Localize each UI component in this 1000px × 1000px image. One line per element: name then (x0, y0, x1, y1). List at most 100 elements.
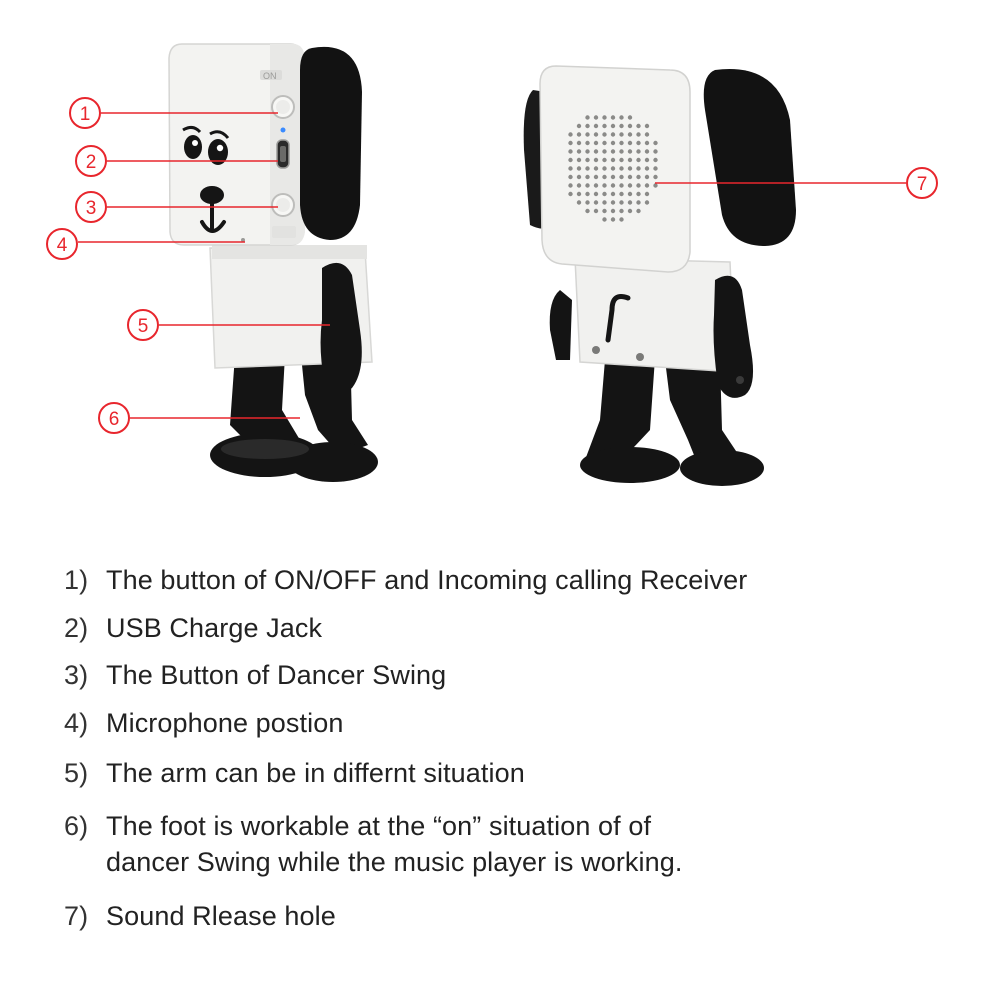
grille-hole (585, 166, 590, 171)
feature-item-2: 2)USB Charge Jack (64, 613, 323, 643)
grille-hole (568, 149, 573, 154)
grille-hole (593, 174, 599, 180)
grille-hole (653, 174, 658, 180)
svg-text:ON: ON (263, 71, 277, 81)
grille-hole (593, 140, 599, 146)
grille-hole (653, 157, 658, 163)
grille-hole (568, 132, 573, 137)
right-robot-front-leg (665, 360, 742, 470)
grille-hole (627, 157, 633, 163)
microphone-hole (241, 238, 245, 242)
feature-item-6-continuation: dancer Swing while the music player is w… (106, 847, 683, 877)
grille-hole (585, 191, 590, 197)
grille-hole (593, 183, 599, 188)
grille-hole (576, 191, 582, 197)
grille-hole (576, 132, 582, 137)
grille-hole (619, 208, 624, 214)
grille-hole (636, 166, 641, 171)
right-robot-torso (574, 257, 736, 373)
grille-hole (627, 149, 633, 154)
grille-hole (619, 115, 624, 120)
feature-item-6: 6)The foot is workable at the “on” situa… (64, 808, 682, 880)
grille-hole (619, 183, 624, 188)
grille-hole (576, 140, 582, 146)
grille-hole (636, 183, 641, 188)
grille-hole (627, 200, 633, 205)
grille-hole (585, 157, 590, 163)
callout-7: 7 (655, 167, 938, 199)
left-robot-eye-left (184, 135, 202, 159)
right-robot-foot-front (680, 450, 764, 486)
grille-hole (619, 200, 624, 205)
grille-hole (653, 140, 658, 146)
grille-hole (619, 140, 624, 146)
grille-hole (610, 115, 616, 120)
grille-hole (627, 191, 633, 197)
svg-text:3: 3 (86, 198, 97, 219)
grille-hole (568, 174, 573, 180)
right-robot-ear (703, 69, 796, 246)
feature-item-7: 7)Sound Rlease hole (64, 901, 336, 931)
grille-hole (610, 149, 616, 154)
svg-text:4: 4 (57, 235, 68, 256)
grille-hole (576, 183, 582, 188)
grille-hole (602, 123, 607, 129)
grille-hole (636, 157, 641, 163)
led-indicator (280, 127, 286, 133)
grille-hole (619, 132, 624, 137)
grille-hole (610, 140, 616, 146)
left-robot-foot-front (288, 442, 378, 482)
grille-hole (585, 174, 590, 180)
callout-1: 1 (69, 97, 278, 129)
grille-hole (627, 208, 633, 214)
grille-hole (576, 174, 582, 180)
grille-hole (602, 174, 607, 180)
grille-hole (610, 174, 616, 180)
grille-hole (602, 132, 607, 137)
grille-hole (602, 217, 607, 222)
grille-hole (644, 166, 650, 171)
robot-back-view (523, 65, 796, 486)
grille-hole (602, 183, 607, 188)
grille-hole (644, 157, 650, 163)
grille-hole (627, 115, 633, 120)
grille-hole (602, 166, 607, 171)
left-robot-arm (320, 262, 362, 395)
grille-hole (568, 191, 573, 197)
svg-text:5: 5 (138, 316, 149, 337)
left-robot-ear (300, 46, 362, 240)
callout-4: 4 (46, 228, 245, 260)
callouts: 1 2 3 4 5 (46, 97, 938, 434)
grille-hole (636, 149, 641, 154)
grille-hole (610, 132, 616, 137)
grille-hole (619, 149, 624, 154)
left-robot-back-leg (230, 355, 300, 450)
grille-hole (602, 200, 607, 205)
grille-hole (602, 157, 607, 163)
grille-hole (644, 183, 650, 188)
feature-item-3: 3)The Button of Dancer Swing (64, 660, 447, 690)
grille-hole (602, 149, 607, 154)
callout-3: 3 (75, 191, 278, 223)
svg-text:6: 6 (109, 409, 120, 430)
grille-hole (585, 115, 590, 120)
grille-hole (585, 123, 590, 129)
grille-hole (568, 157, 573, 163)
grille-hole (568, 166, 573, 171)
grille-hole (593, 166, 599, 171)
grille-hole (610, 166, 616, 171)
right-robot-arm (713, 275, 754, 398)
grille-hole (593, 208, 599, 214)
grille-hole (644, 123, 650, 129)
grille-hole (644, 191, 650, 197)
grille-hole (585, 132, 590, 137)
grille-hole (627, 174, 633, 180)
callout-6: 6 (98, 402, 300, 434)
grille-hole (644, 149, 650, 154)
feature-item-5: 5)The arm can be in differnt situation (64, 758, 525, 788)
grille-hole (602, 208, 607, 214)
grille-hole (644, 174, 650, 180)
grille-hole (644, 140, 650, 146)
grille-hole (585, 149, 590, 154)
